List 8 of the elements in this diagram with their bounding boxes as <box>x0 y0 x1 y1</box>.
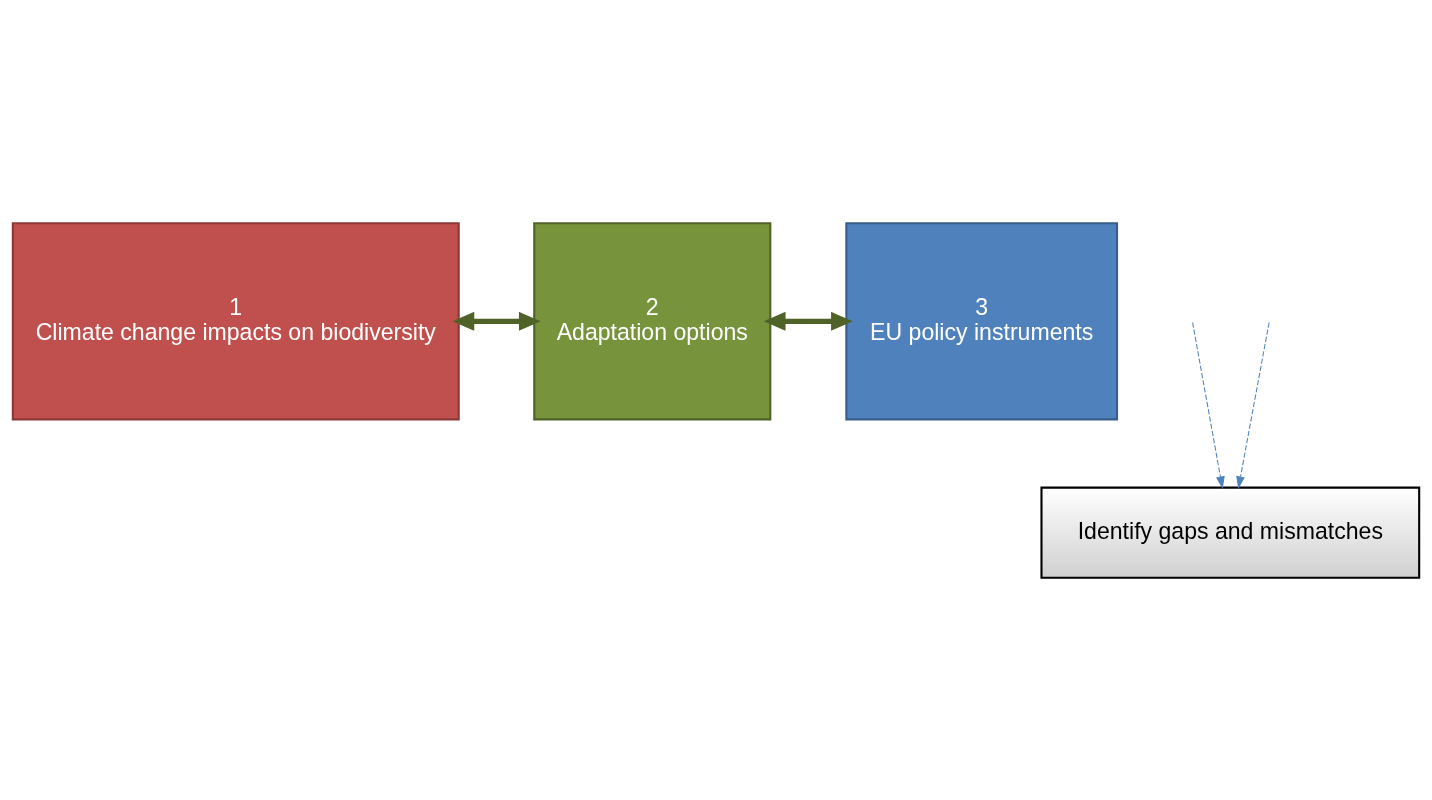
arrow <box>763 311 853 331</box>
arrow <box>1192 321 1225 489</box>
arrow <box>452 311 541 331</box>
node-box: 1 Climate change impacts on biodiversity <box>11 221 460 420</box>
node-box: Identify gaps and mismatches <box>1040 486 1421 579</box>
node-box: 3 EU policy instruments <box>845 221 1119 420</box>
arrow <box>1236 321 1270 489</box>
node-box: 2 Adaptation options <box>533 221 772 420</box>
